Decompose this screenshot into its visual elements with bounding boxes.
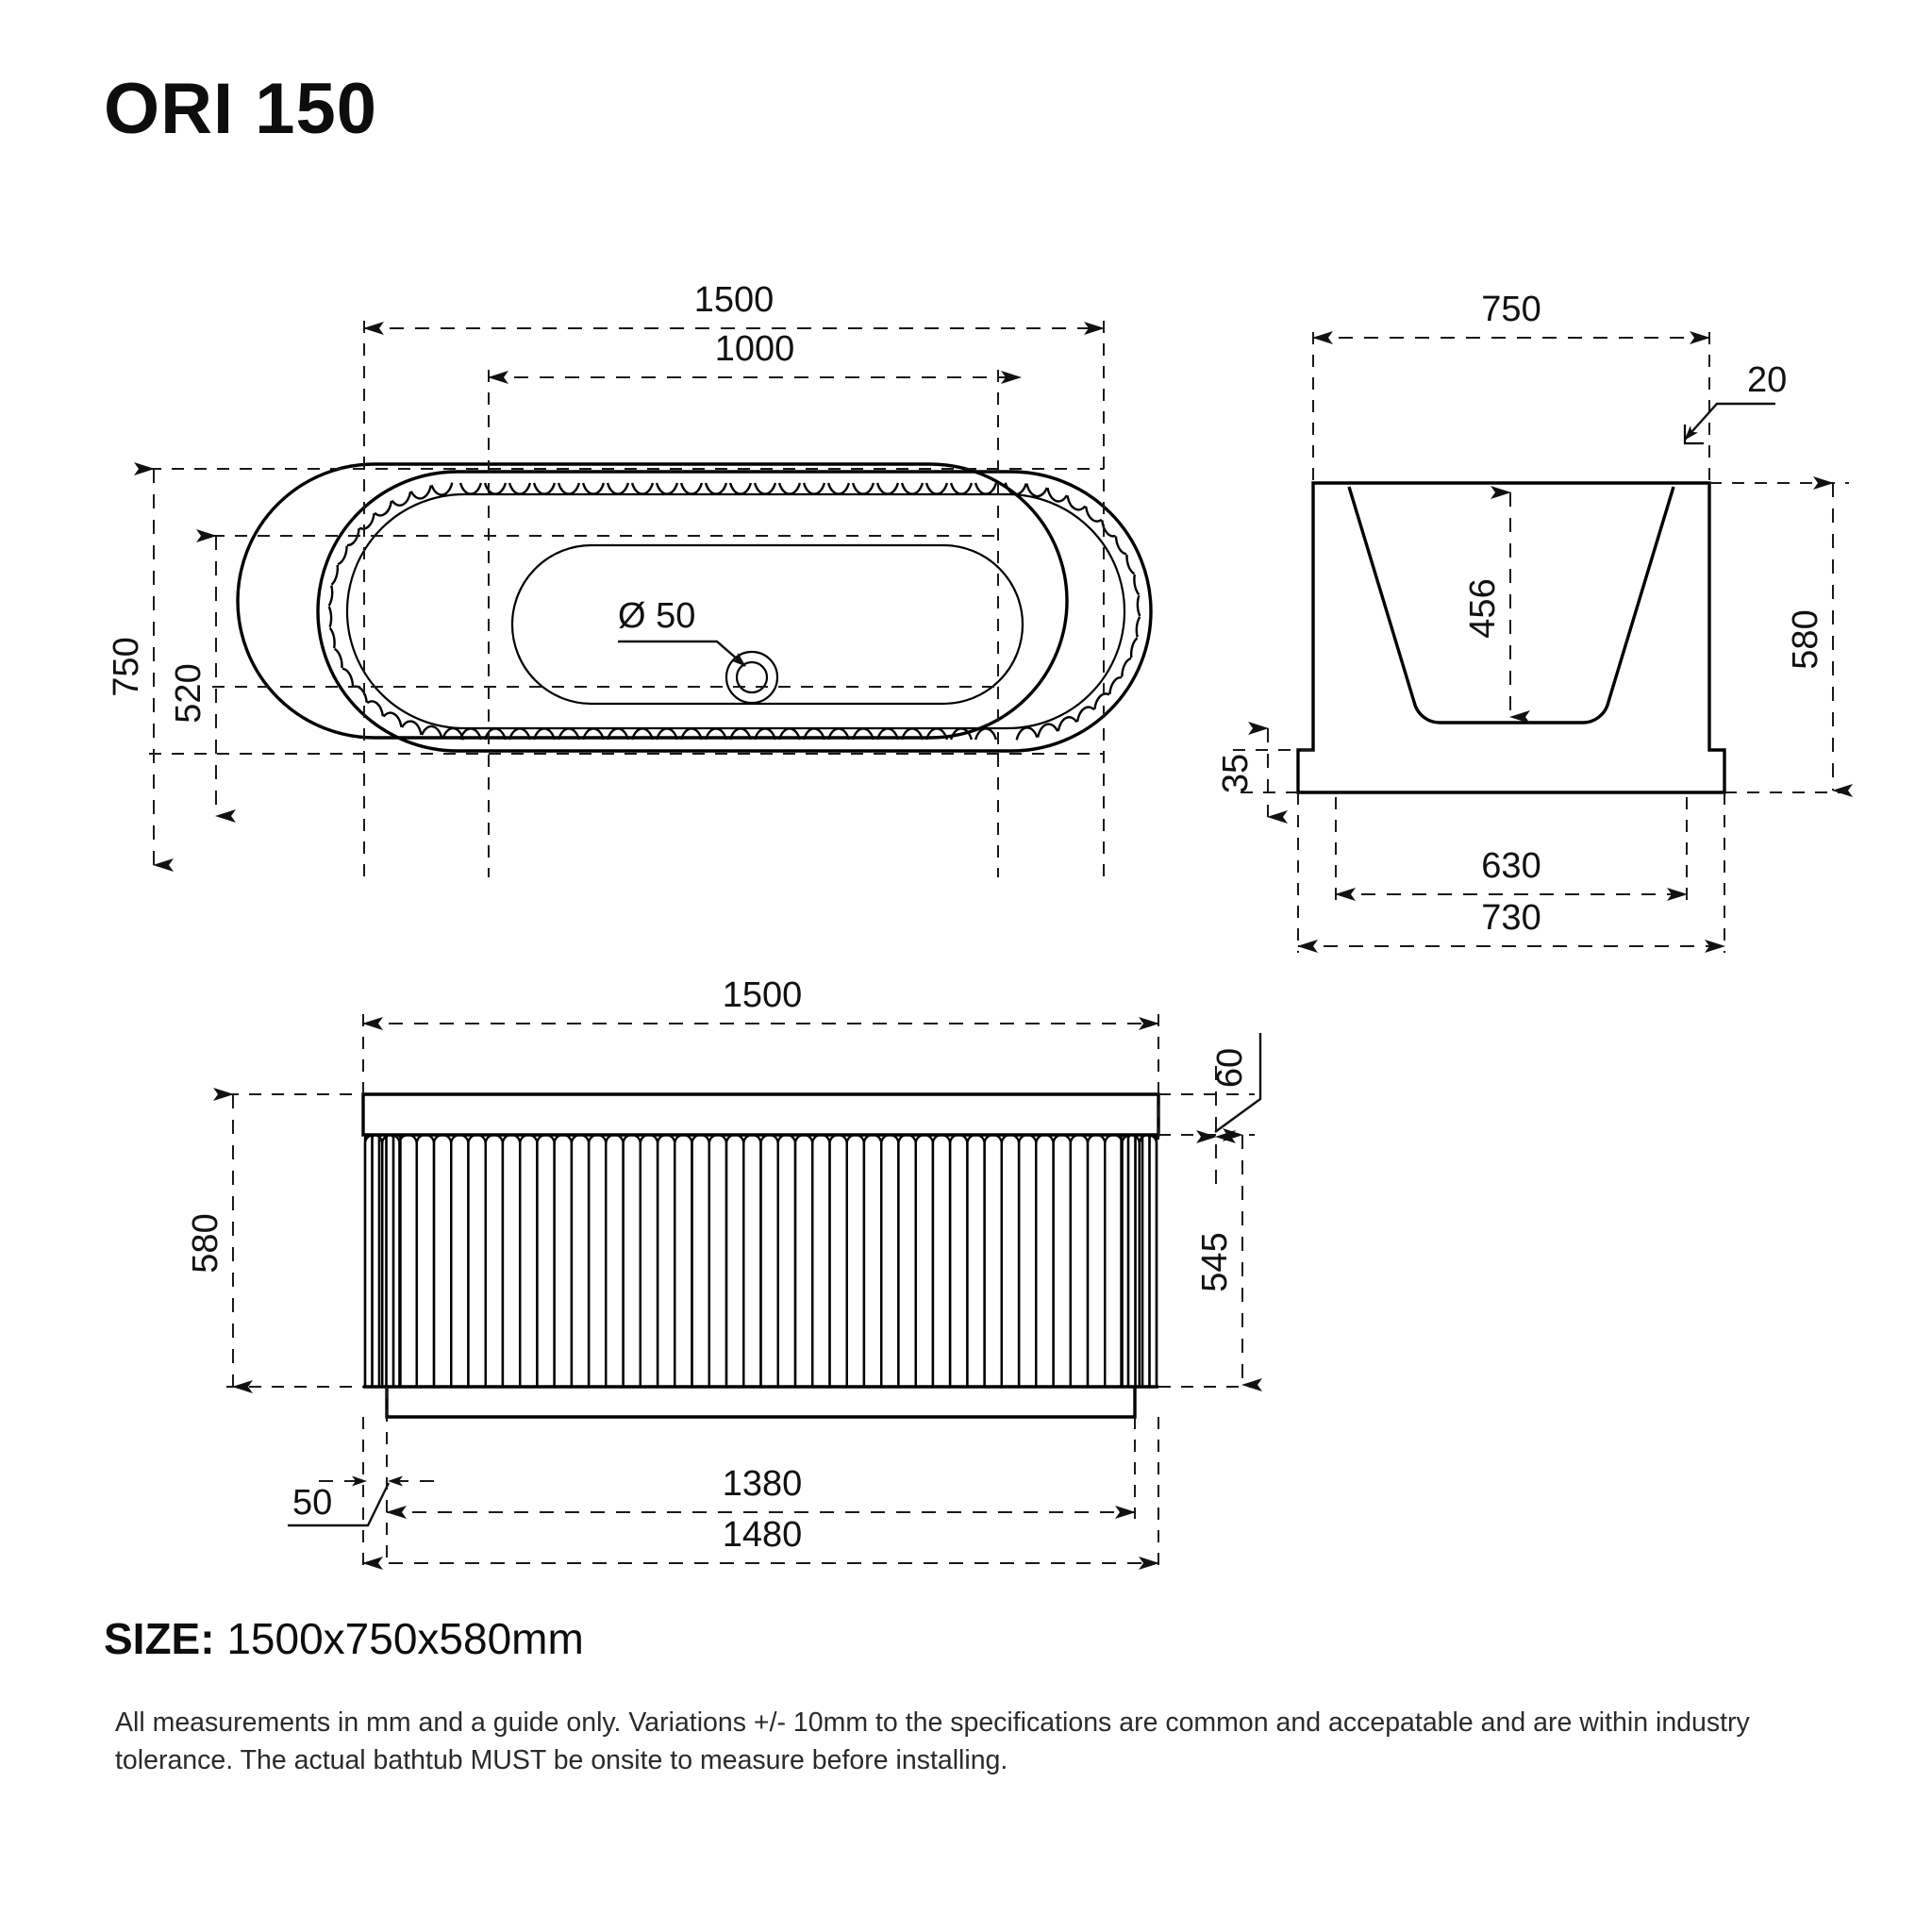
plan-dim-520: 520 [169,663,208,723]
elevation-dim-545: 545 [1195,1232,1235,1291]
elevation-fluted-panel [363,1133,1158,1387]
disclaimer-text: All measurements in mm and a guide only.… [115,1707,1750,1776]
size-summary: SIZE: 1500x750x580mm [104,1615,584,1663]
page-title: ORI 150 [104,69,378,149]
section-dim-630: 630 [1481,846,1541,886]
section-view-group: 750 20 456 580 35 630 730 [1216,290,1853,953]
plan-drain [724,650,779,705]
elevation-dim-580: 580 [186,1213,225,1273]
section-dim-35: 35 [1216,754,1256,793]
plan-view-group: Ø 50 1500 1000 750 520 [107,280,1153,877]
section-dim-730: 730 [1481,898,1541,938]
plan-dim-1000: 1000 [715,329,795,369]
plan-fluted-rim [327,482,1141,741]
section-dim-580: 580 [1786,609,1825,669]
elevation-view-group: 1500 60 545 580 50 1380 1480 [186,975,1262,1570]
size-label: SIZE: [104,1614,215,1663]
elevation-dim-1500: 1500 [723,975,803,1015]
elevation-dim-60: 60 [1210,1048,1250,1088]
section-dim-456: 456 [1463,578,1503,638]
plan-dim-750: 750 [107,637,146,696]
elevation-dim-50: 50 [292,1483,332,1523]
elevation-dim-1380: 1380 [723,1464,803,1504]
section-dim-750: 750 [1481,290,1541,329]
section-dim-20: 20 [1747,360,1787,400]
plan-dim-1500: 1500 [694,280,774,320]
elevation-dim-1480: 1480 [723,1515,803,1555]
size-value: 1500x750x580mm [226,1614,584,1663]
plan-drain-dim-label: Ø 50 [618,596,695,636]
